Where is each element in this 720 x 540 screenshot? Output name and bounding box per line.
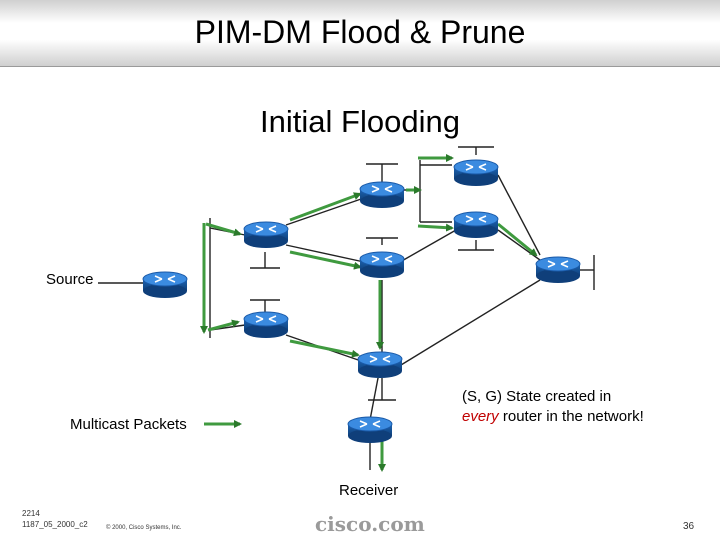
source-label: Source: [46, 271, 94, 288]
footer-copyright: © 2000, Cisco Systems, Inc.: [106, 525, 182, 531]
state-note-line2: every router in the network!: [462, 407, 644, 427]
footer-course-ref: 1187_05_2000_c2: [22, 520, 88, 529]
footer-course-code: 2214: [22, 509, 40, 518]
router-icon: [347, 416, 393, 443]
state-note-emphasis: every: [462, 408, 499, 425]
state-note-line1: (S, G) State created in: [462, 388, 612, 405]
footer-course: 2214 1187_05_2000_c2: [22, 508, 88, 530]
router-icon: [453, 159, 499, 186]
router-icon: [359, 251, 405, 278]
diagram-subtitle: Initial Flooding: [260, 104, 460, 139]
router-icon: [243, 311, 289, 338]
cisco-logo: cisco.com: [315, 512, 425, 536]
state-note-rest: router in the network!: [498, 408, 644, 425]
router-icon: [359, 181, 405, 208]
slide-title: PIM-DM Flood & Prune: [194, 14, 526, 50]
router-icon: [142, 271, 188, 298]
router-icon: [535, 256, 581, 283]
multicast-packets-label: Multicast Packets: [70, 416, 187, 433]
flood-arrows: [200, 154, 538, 472]
router-icon: [453, 211, 499, 238]
title-bar: PIM-DM Flood & Prune: [0, 0, 720, 67]
receiver-label: Receiver: [339, 482, 399, 499]
router-icon: [243, 221, 289, 248]
router-icon: [357, 351, 403, 378]
state-note: (S, G) State created in every router in …: [462, 387, 644, 427]
page-number: 36: [683, 521, 695, 532]
router-icons: [142, 159, 581, 443]
